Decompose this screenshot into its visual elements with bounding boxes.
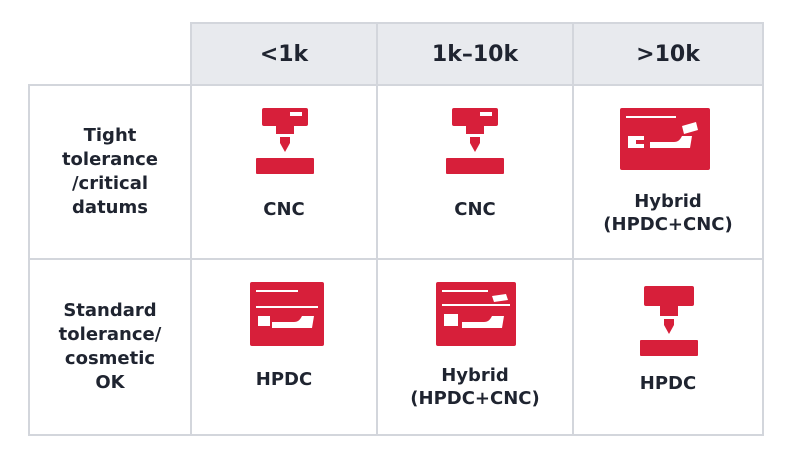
matrix-cell-standard-mid: Hybrid (HPDC+CNC) bbox=[376, 258, 574, 436]
row-label-tight-tolerance: Tight tolerance /critical datums bbox=[30, 86, 190, 258]
column-header-high-volume: >10k bbox=[636, 41, 700, 67]
cell-caption: CNC bbox=[378, 198, 572, 221]
caption-line: (HPDC+CNC) bbox=[410, 388, 540, 409]
row-header-cell-0: Tight tolerance /critical datums bbox=[28, 84, 192, 260]
header-cell-1: 1k–10k bbox=[376, 22, 574, 86]
matrix-cell-standard-small: HPDC bbox=[190, 258, 378, 436]
cell-caption: HPDC bbox=[574, 372, 762, 395]
row-label-line: Standard bbox=[63, 300, 157, 321]
header-cell-0: <1k bbox=[190, 22, 378, 86]
cell-caption: Hybrid (HPDC+CNC) bbox=[378, 364, 572, 410]
caption-line: HPDC bbox=[255, 369, 313, 390]
column-header-small-volume: <1k bbox=[259, 41, 309, 67]
cell-caption: HPDC bbox=[192, 368, 376, 391]
caption-line: Hybrid bbox=[441, 365, 509, 386]
row-label-line: cosmetic bbox=[64, 348, 156, 369]
cnc-machine-icon bbox=[446, 108, 504, 174]
row-label-line: /critical bbox=[71, 173, 149, 194]
caption-line: Hybrid bbox=[634, 191, 702, 212]
caption-line: HPDC bbox=[639, 373, 697, 394]
cnc-machine-icon bbox=[640, 286, 698, 356]
die-casting-mold-icon bbox=[620, 108, 710, 170]
row-label-line: tolerance/ bbox=[58, 324, 162, 345]
cell-caption: CNC bbox=[192, 198, 376, 221]
matrix-cell-tight-high: Hybrid (HPDC+CNC) bbox=[572, 84, 764, 260]
caption-line: CNC bbox=[454, 199, 496, 220]
row-label-line: OK bbox=[95, 372, 125, 393]
die-casting-mold-icon bbox=[250, 282, 324, 346]
header-cell-2: >10k bbox=[572, 22, 764, 86]
row-label-line: tolerance bbox=[61, 149, 159, 170]
row-label-line: datums bbox=[72, 197, 148, 218]
cnc-machine-icon bbox=[256, 108, 314, 174]
column-header-mid-volume: 1k–10k bbox=[431, 41, 519, 67]
caption-line: (HPDC+CNC) bbox=[603, 214, 733, 235]
matrix-cell-standard-high: HPDC bbox=[572, 258, 764, 436]
caption-line: CNC bbox=[263, 199, 305, 220]
matrix-cell-tight-mid: CNC bbox=[376, 84, 574, 260]
die-casting-mold-icon bbox=[436, 282, 516, 346]
row-label-standard-tolerance: Standard tolerance/ cosmetic OK bbox=[30, 260, 190, 434]
row-label-line: Tight bbox=[83, 125, 137, 146]
row-header-cell-1: Standard tolerance/ cosmetic OK bbox=[28, 258, 192, 436]
cell-caption: Hybrid (HPDC+CNC) bbox=[574, 190, 762, 236]
matrix-cell-tight-small: CNC bbox=[190, 84, 378, 260]
